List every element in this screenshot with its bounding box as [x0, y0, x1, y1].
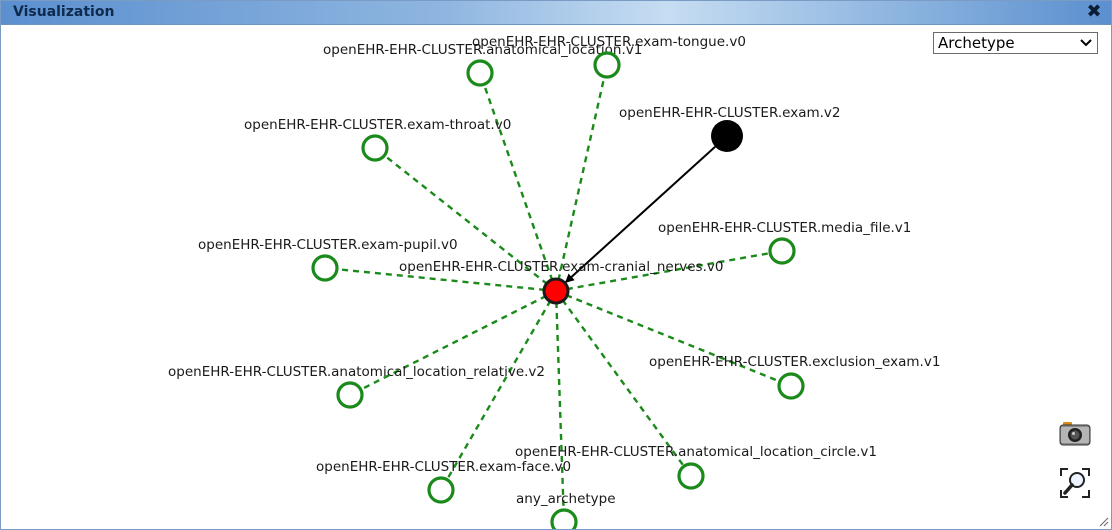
node-label-n0: openEHR-EHR-CLUSTER.anatomical_location.…: [323, 42, 642, 58]
edge-n5: [555, 289, 792, 388]
node-label-n4: openEHR-EHR-CLUSTER.media_file.v1: [658, 220, 911, 236]
node-label-n9: any_archetype: [516, 491, 616, 507]
node-label-n3: openEHR-EHR-CLUSTER.exam-pupil.v0: [198, 237, 458, 253]
node-n4[interactable]: [768, 237, 796, 265]
edge-n0: [478, 72, 558, 292]
edge-n7: [555, 290, 692, 477]
edge-n1: [554, 64, 609, 292]
graph-edges: [324, 64, 792, 523]
resize-grip[interactable]: [1097, 515, 1109, 527]
node-n8[interactable]: [427, 476, 455, 504]
close-button[interactable]: ✖: [1086, 1, 1102, 22]
node-label-n1: openEHR-EHR-CLUSTER.exam-tongue.v0: [472, 34, 746, 50]
edge-n4: [555, 249, 783, 293]
edge-parent-arrow: [564, 146, 716, 284]
edge-n2: [374, 147, 557, 292]
edge-n8: [439, 290, 558, 491]
graph-canvas[interactable]: openEHR-EHR-CLUSTER.anatomical_location.…: [1, 25, 1111, 529]
node-n1[interactable]: [593, 51, 621, 79]
node-n0[interactable]: [466, 59, 494, 87]
title-bar[interactable]: Visualization ✖: [1, 1, 1111, 25]
node-n6[interactable]: [336, 381, 364, 409]
window-title: Visualization: [13, 4, 115, 20]
view-mode-selected: Archetype: [938, 34, 1015, 52]
node-label-n2: openEHR-EHR-CLUSTER.exam-throat.v0: [244, 117, 511, 133]
graph-labels: openEHR-EHR-CLUSTER.anatomical_location.…: [168, 34, 940, 507]
edge-n6: [349, 289, 557, 397]
node-parent[interactable]: [711, 120, 743, 152]
node-n2[interactable]: [361, 134, 389, 162]
node-label-n6: openEHR-EHR-CLUSTER.anatomical_location_…: [168, 364, 545, 380]
node-n9[interactable]: [550, 508, 578, 529]
node-label-center: openEHR-EHR-CLUSTER.exam-cranial_nerves.…: [399, 259, 723, 275]
node-label-n5: openEHR-EHR-CLUSTER.exclusion_exam.v1: [649, 354, 940, 370]
node-label-n7: openEHR-EHR-CLUSTER.anatomical_location_…: [515, 444, 877, 460]
node-n3[interactable]: [311, 254, 339, 282]
node-n7[interactable]: [677, 462, 705, 490]
node-n5[interactable]: [777, 372, 805, 400]
node-label-n8: openEHR-EHR-CLUSTER.exam-face.v0: [316, 459, 571, 475]
edge-n9: [554, 290, 566, 523]
node-center[interactable]: [542, 277, 570, 305]
zoom-fit-icon[interactable]: [1059, 467, 1091, 499]
camera-icon[interactable]: [1059, 419, 1091, 451]
graph-nodes: [311, 51, 805, 529]
view-mode-select[interactable]: Archetype: [933, 32, 1098, 54]
edge-n3: [324, 266, 557, 293]
node-label-parent: openEHR-EHR-CLUSTER.exam.v2: [619, 105, 841, 121]
chevron-down-icon: [1079, 33, 1093, 59]
